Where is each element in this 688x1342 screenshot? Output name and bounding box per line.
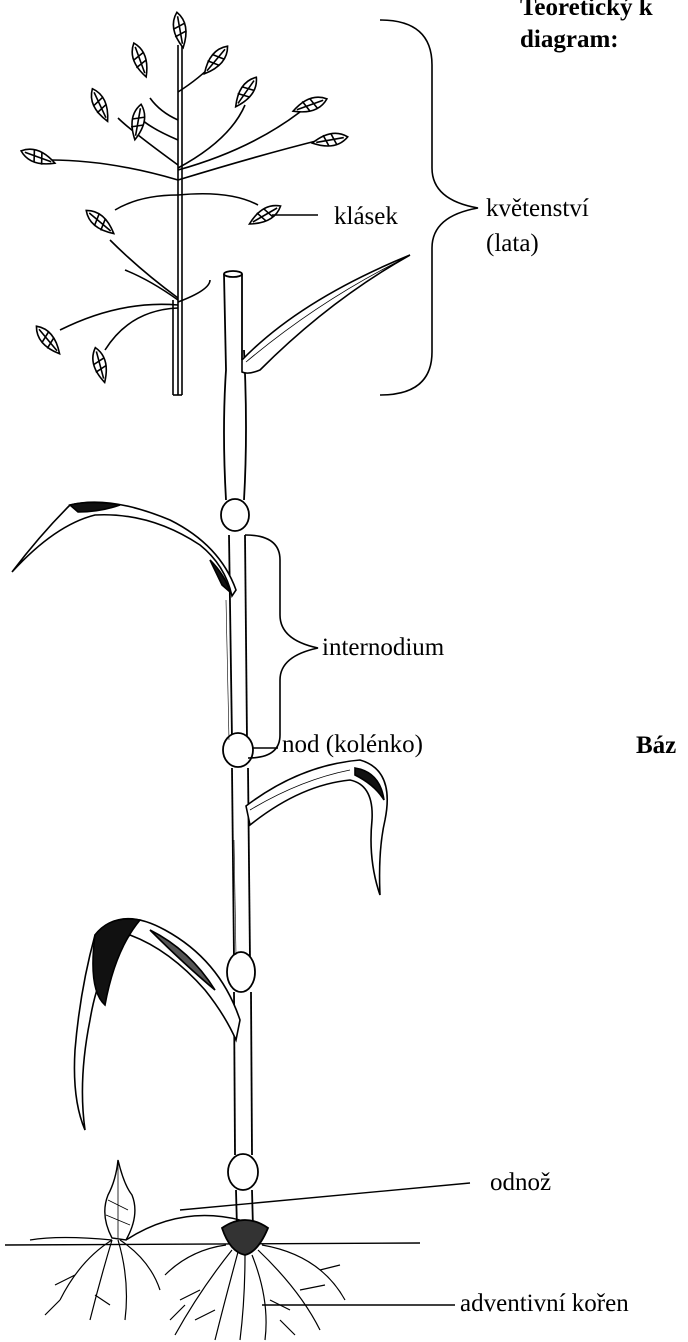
label-tiller: odnož xyxy=(490,1169,551,1197)
culm xyxy=(221,271,268,1255)
ground-line xyxy=(5,1243,420,1245)
spikelet xyxy=(90,346,111,384)
spikelet xyxy=(82,206,117,238)
label-adventitious-root: adventivní kořen xyxy=(460,1290,629,1318)
header-title-line2: diagram: xyxy=(520,26,619,54)
label-internode: internodium xyxy=(322,634,444,662)
leaves xyxy=(12,255,410,1130)
label-inflorescence-type: (lata) xyxy=(486,230,539,258)
spikelet xyxy=(171,11,189,49)
header-title-line1: Teoretický k xyxy=(520,0,653,22)
spikelet xyxy=(128,41,152,79)
tiller-leader xyxy=(180,1183,470,1210)
spikelet xyxy=(32,322,64,357)
spikelet xyxy=(200,42,232,77)
spikelet xyxy=(19,145,57,169)
spikelet xyxy=(291,93,329,117)
label-inflorescence: květenství xyxy=(486,195,589,223)
label-node: nod (kolénko) xyxy=(282,731,423,759)
flag-leaf xyxy=(242,255,410,373)
side-label: Báz xyxy=(636,732,676,760)
upper-leaf xyxy=(12,502,236,596)
label-spikelet: klásek xyxy=(334,203,398,231)
tiller xyxy=(105,1160,240,1240)
internode-brace xyxy=(245,535,318,758)
spikelet xyxy=(311,131,349,149)
spikelet xyxy=(231,74,261,110)
spikelet xyxy=(129,103,147,141)
spikelet xyxy=(87,86,113,124)
roots xyxy=(30,1238,345,1341)
